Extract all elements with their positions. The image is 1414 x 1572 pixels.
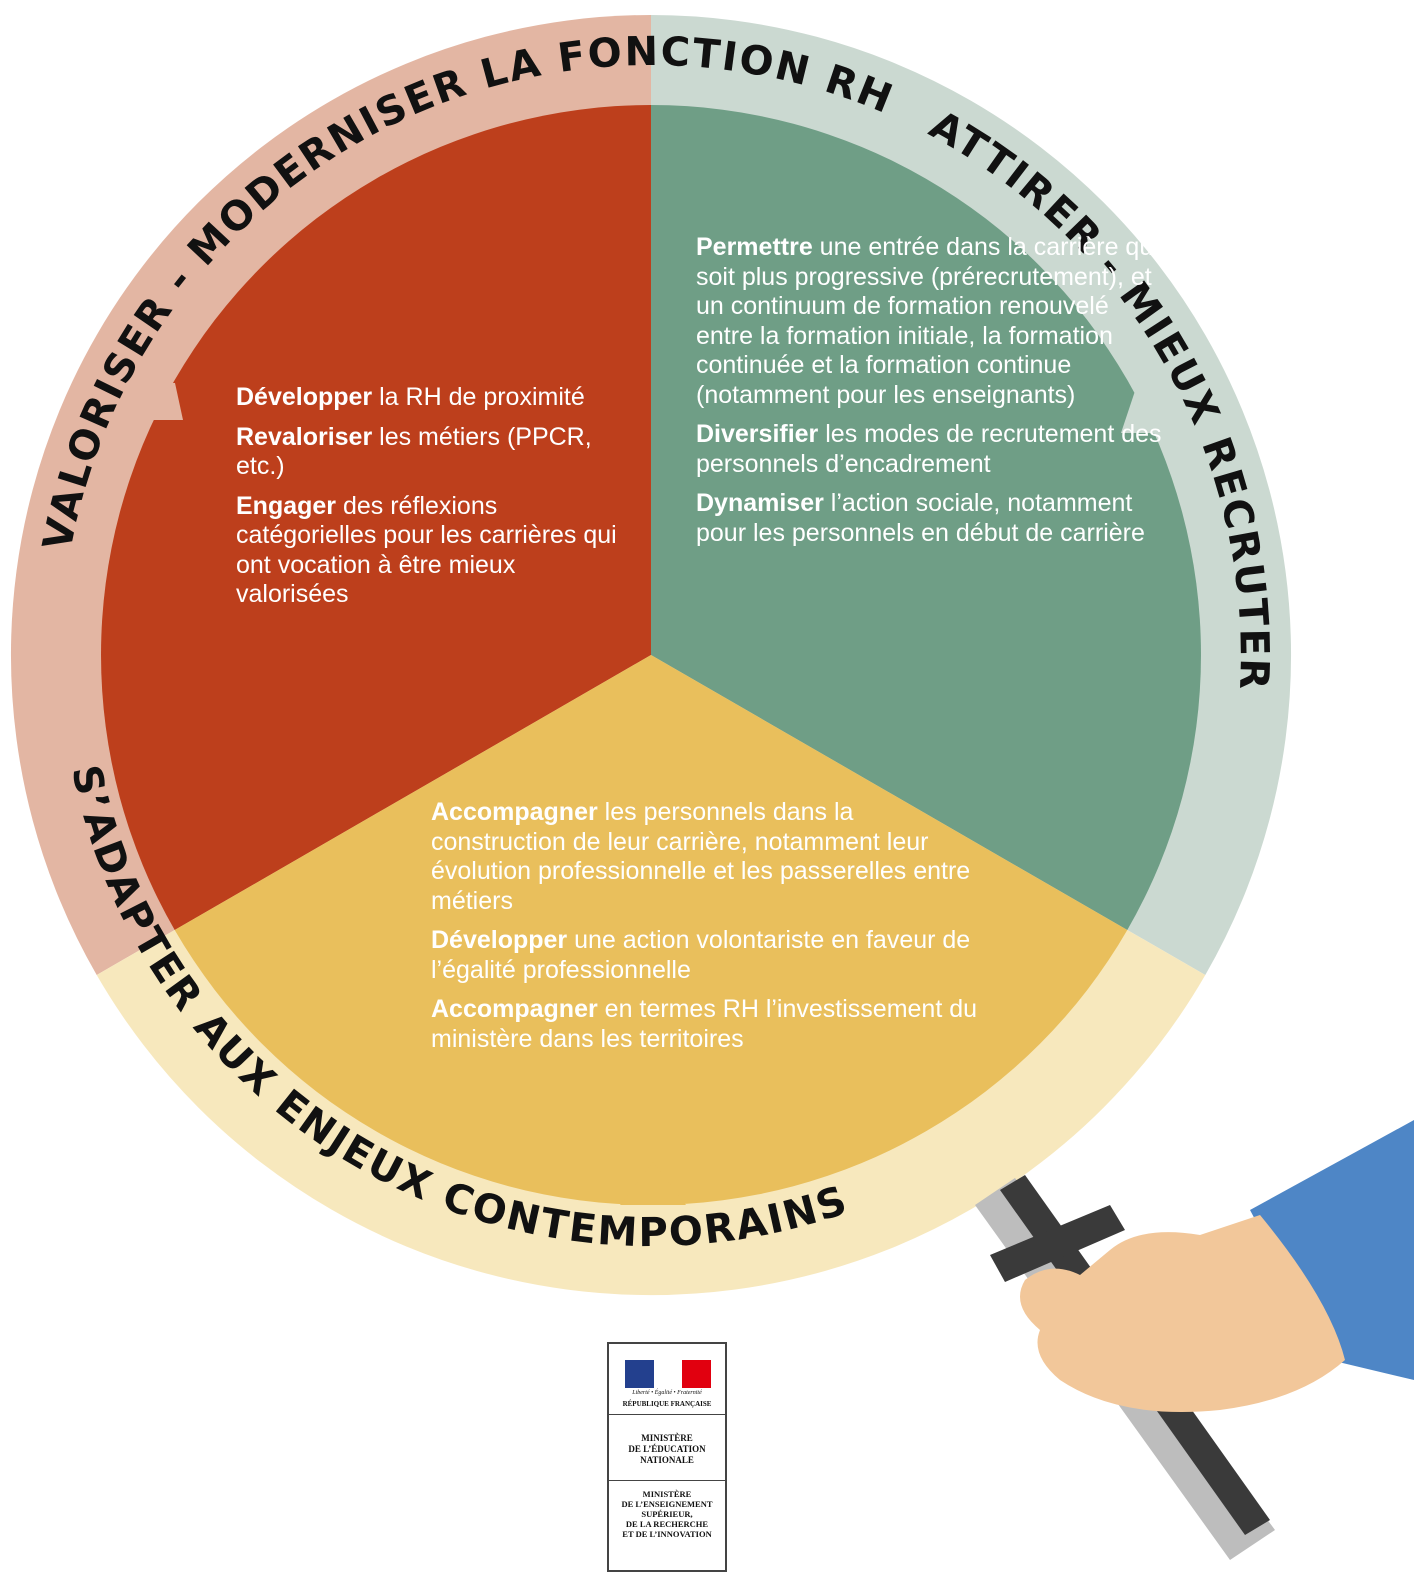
logo-ministry-research: MINISTÈRE DE L’ENSEIGNEMENT SUPÉRIEUR, D… bbox=[609, 1481, 725, 1539]
logo-line: DE L’ENSEIGNEMENT bbox=[621, 1499, 713, 1509]
text-block-yellow: Accompagner les personnels dans la const… bbox=[431, 798, 991, 1064]
ministry-logo: Liberté • Égalité • Fraternité RÉPUBLIQU… bbox=[607, 1342, 727, 1572]
bullet-body: les métiers (PPCR, etc.) bbox=[236, 422, 592, 481]
text-block-green: Permettre une entrée dans la carrière qu… bbox=[696, 233, 1166, 558]
bullet-body: en termes RH l’investissement du ministè… bbox=[431, 995, 978, 1053]
bullet-text: Accompagner les personnels dans la const… bbox=[431, 798, 991, 916]
bullet-keyword: Développer bbox=[236, 383, 373, 411]
logo-line: MINISTÈRE bbox=[642, 1489, 692, 1499]
bullet-text: Permettre une entrée dans la carrière qu… bbox=[696, 233, 1166, 410]
bullet-text: Accompagner en termes RH l’investissemen… bbox=[431, 995, 991, 1054]
arrow-notch-yellow bbox=[620, 1162, 686, 1205]
hand-illustration bbox=[975, 1120, 1414, 1560]
logo-line: SUPÉRIEUR, bbox=[641, 1509, 693, 1519]
flag-red bbox=[682, 1360, 712, 1388]
logo-line: NATIONALE bbox=[640, 1455, 694, 1465]
arrow-notch-red bbox=[95, 383, 183, 420]
marianne-flag-icon bbox=[625, 1360, 712, 1388]
bullet-body: des réflexions catégorielles pour les ca… bbox=[236, 491, 617, 609]
bullet-keyword: Permettre bbox=[696, 233, 813, 261]
bullet-keyword: Accompagner bbox=[431, 798, 598, 826]
bullet-text: Revaloriser les métiers (PPCR, etc.) bbox=[236, 423, 626, 482]
logo-ministry-education: MINISTÈRE DE L’ÉDUCATION NATIONALE bbox=[609, 1415, 725, 1481]
logo-motto: Liberté • Égalité • Fraternité bbox=[632, 1390, 702, 1396]
bullet-keyword: Développer bbox=[431, 926, 568, 954]
crossguard bbox=[990, 1205, 1125, 1282]
sleeve bbox=[1250, 1120, 1414, 1380]
bullet-text: Dynamiser l’action sociale, notamment po… bbox=[696, 489, 1166, 548]
bullet-keyword: Engager bbox=[236, 491, 337, 520]
bullet-keyword: Revaloriser bbox=[236, 422, 373, 451]
logo-line: DE LA RECHERCHE bbox=[625, 1519, 709, 1529]
logo-line: DE L’ÉDUCATION bbox=[628, 1444, 706, 1454]
bullet-text: Diversifier les modes de recrutement des… bbox=[696, 420, 1166, 479]
bullet-text: Engager des réflexions catégorielles pou… bbox=[236, 492, 626, 610]
logo-republic: RÉPUBLIQUE FRANÇAISE bbox=[622, 1400, 712, 1408]
sector-red bbox=[101, 105, 652, 930]
hand bbox=[1020, 1215, 1345, 1412]
bullet-body: une entrée dans la carrière qui soit plu… bbox=[696, 233, 1159, 409]
logo-line: MINISTÈRE bbox=[641, 1433, 693, 1443]
bullet-text: Développer la RH de proximité bbox=[236, 383, 626, 413]
flag-white bbox=[653, 1360, 683, 1388]
bullet-body: la RH de proximité bbox=[372, 383, 585, 411]
logo-line: ET DE L’INNOVATION bbox=[622, 1529, 712, 1539]
bullet-body: les personnels dans la construction de l… bbox=[431, 798, 971, 915]
bullet-text: Développer une action volontariste en fa… bbox=[431, 926, 991, 985]
sector-yellow bbox=[174, 655, 1128, 1205]
bullet-keyword: Accompagner bbox=[431, 995, 598, 1023]
sector-green bbox=[651, 105, 1201, 930]
bullet-body: les modes de recrutement des personnels … bbox=[696, 420, 1162, 478]
logo-republique: Liberté • Égalité • Fraternité RÉPUBLIQU… bbox=[609, 1344, 725, 1415]
bullet-keyword: Diversifier bbox=[696, 420, 819, 448]
arrow-notch-green bbox=[1121, 385, 1200, 433]
flag-blue bbox=[625, 1360, 654, 1388]
bullet-body: une action volontariste en faveur de l’é… bbox=[431, 926, 971, 984]
bullet-keyword: Dynamiser bbox=[696, 489, 824, 517]
bullet-body: l’action sociale, notamment pour les per… bbox=[696, 489, 1145, 547]
